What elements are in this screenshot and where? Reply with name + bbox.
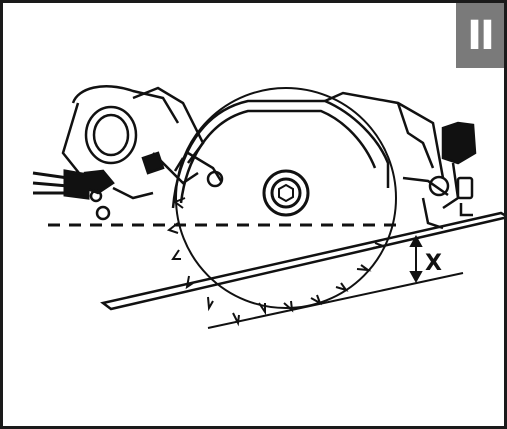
upper-guard <box>171 91 445 209</box>
double-arrow-icon <box>409 234 423 284</box>
workpiece-line <box>207 272 464 329</box>
depth-marker-x: X <box>425 251 442 276</box>
power-cord <box>32 169 90 200</box>
step-label: II <box>467 12 495 59</box>
blade-teeth <box>166 197 387 327</box>
base-plate <box>100 211 504 311</box>
saw-blade <box>166 87 397 327</box>
step-badge: II <box>456 3 504 68</box>
circular-saw-illustration: X <box>32 85 504 329</box>
bevel-lever <box>173 151 224 188</box>
depth-lever <box>402 121 477 230</box>
motor-housing <box>61 85 205 221</box>
